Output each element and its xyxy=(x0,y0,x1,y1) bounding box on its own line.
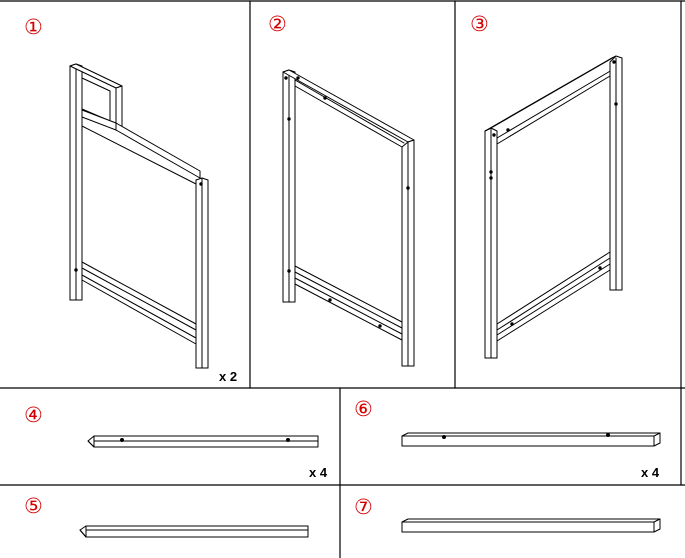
step-label-2: ② xyxy=(268,12,287,36)
step-label-3: ③ xyxy=(470,12,489,36)
quantity-1: x 2 xyxy=(219,369,238,384)
step-label-7: ⑦ xyxy=(354,495,373,519)
part-3-frame xyxy=(484,55,623,359)
part-1-frame xyxy=(69,63,209,369)
part-6-bar xyxy=(401,432,661,447)
part-2-frame xyxy=(282,69,415,367)
step-label-4: ④ xyxy=(24,403,43,427)
part-5-bar xyxy=(79,525,309,538)
quantity-4: x 4 xyxy=(309,465,328,480)
part-7-bar xyxy=(401,518,661,533)
step-label-6: ⑥ xyxy=(354,397,373,421)
step-label-5: ⑤ xyxy=(24,494,43,518)
part-4-bar xyxy=(87,435,319,448)
step-label-1: ① xyxy=(24,15,43,39)
quantity-6: x 4 xyxy=(641,465,660,480)
